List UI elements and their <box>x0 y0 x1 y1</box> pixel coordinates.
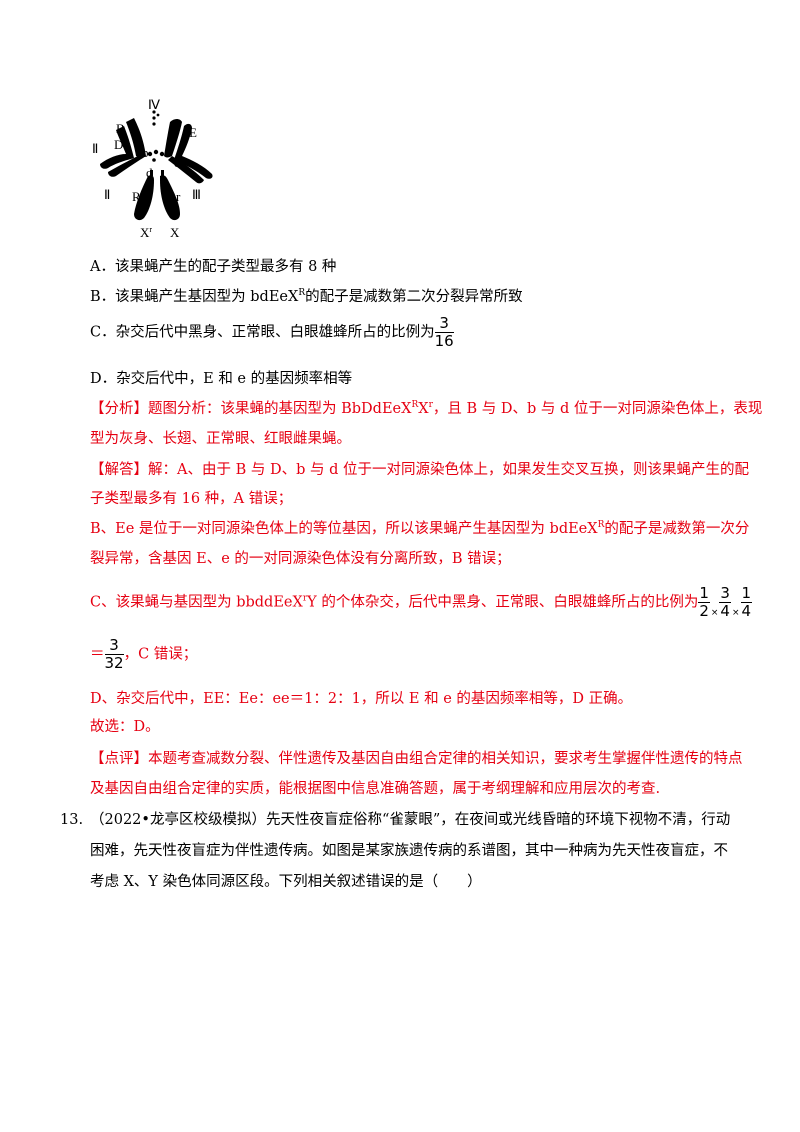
label-ii-left: Ⅱ <box>92 141 99 156</box>
option-b: B．该果蝇产生基因型为 bdEeXR的配子是减数第二次分裂异常所致 <box>90 288 523 305</box>
label-r-upper: R <box>132 189 141 204</box>
option-a: A．该果蝇产生的配子类型最多有 8 种 <box>90 259 337 275</box>
option-d: D．杂交后代中，E 和 e 的基因频率相等 <box>90 371 353 387</box>
answer-line-2: 子类型最多有 16 种，A 错误； <box>90 491 293 507</box>
label-d-lower: d <box>146 165 153 180</box>
question-13-line-2: 困难，先天性夜盲症为伴性遗传病。如图是某家族遗传病的系谱图，其中一种病为先天性夜… <box>90 843 728 859</box>
question-13-line-3: 考虑 X、Y 染色体同源区段。下列相关叙述错误的是（ ） <box>90 874 482 890</box>
chromosome-figure: Ⅳ B D Ⅱ b E d e Ⅱ R r Ⅲ Xr X <box>88 96 224 242</box>
label-ii-lower: Ⅱ <box>104 187 111 202</box>
label-b-lower: b <box>142 145 149 160</box>
answer-line-1: 【解答】解：A、由于 B 与 D、b 与 d 位于一对同源染色体上，如果发生交叉… <box>90 462 749 478</box>
label-r-lower: r <box>176 189 181 204</box>
analysis-tag: 【分析】 <box>90 401 148 417</box>
label-e-upper: E <box>189 125 197 140</box>
answer-line-5: C、该果蝇与基因型为 bbddEeXrY 的个体杂交，后代中黑身、正常眼、白眼雄… <box>90 584 753 620</box>
label-d-upper: D <box>114 137 124 152</box>
answer-line-8: 故选：D。 <box>90 719 160 735</box>
comment-line-1: 【点评】本题考查减数分裂、伴性遗传及基因自由组合定律的相关知识，要求考生掌握伴性… <box>90 751 743 767</box>
label-x-right: X <box>170 225 180 240</box>
answer-line-4: 裂异常，含基因 E、e 的一对同源染色体没有分离所致，B 错误； <box>90 551 511 567</box>
label-iv: Ⅳ <box>148 97 160 112</box>
chromosome-diagram <box>100 110 213 221</box>
analysis-line-1: 【分析】题图分析：该果蝇的基因型为 BbDdEeXRXr，且 B 与 D、b 与… <box>90 400 763 417</box>
answer-line-7: D、杂交后代中，EE：Ee：ee＝1：2：1，所以 E 和 e 的基因频率相等，… <box>90 691 633 707</box>
question-13-line-1: （2022•龙亭区校级模拟）先天性夜盲症俗称“雀蒙眼”，在夜间或光线昏暗的环境下… <box>90 812 731 828</box>
comment-line-2: 及基因自由组合定律的实质，能根据图中信息准确答题，属于考纲理解和应用层次的考查. <box>90 781 661 797</box>
question-13-number: 13. <box>60 812 84 828</box>
label-b-upper: B <box>116 121 125 136</box>
label-iii-right: Ⅲ <box>192 187 201 202</box>
label-x-left: Xr <box>140 225 153 240</box>
answer-tag: 【解答】 <box>90 462 148 478</box>
comment-tag: 【点评】 <box>90 751 148 767</box>
answer-line-3: B、Ee 是位于一对同源染色体上的等位基因，所以该果蝇产生基因型为 bdEeXR… <box>90 520 750 537</box>
label-e-lower: e <box>174 155 180 170</box>
analysis-line-2: 型为灰身、长翅、正常眼、红眼雌果蝇。 <box>90 431 351 447</box>
